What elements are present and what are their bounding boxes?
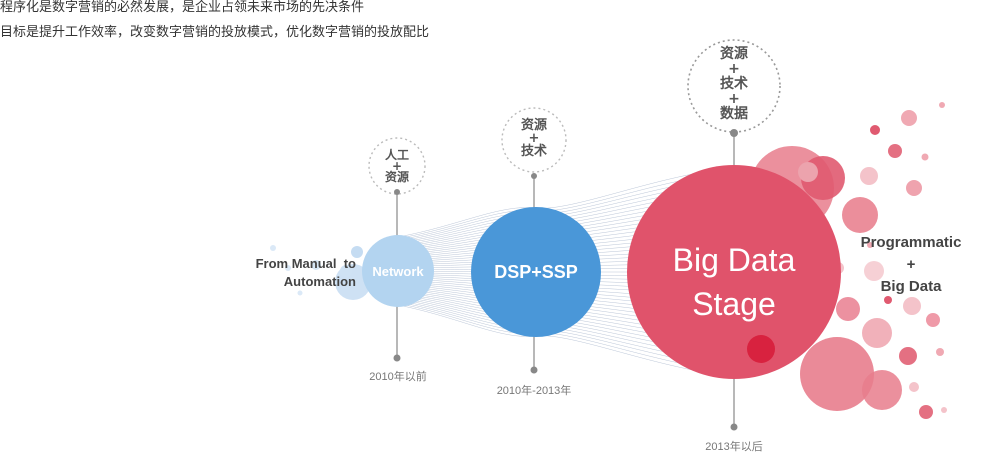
intro-line-1: 程序化是数字营销的必然发展，是企业占领未来市场的先决条件 xyxy=(0,0,365,15)
big-data-label-line1: Big Data xyxy=(672,242,796,278)
network-resources: 人工 + 资源 xyxy=(375,148,419,184)
dsp-resources: 资源 + 技术 xyxy=(510,119,558,158)
resource-text: 技术 xyxy=(520,144,547,159)
from-manual-label: From Manual to Automation xyxy=(244,255,356,291)
from-manual-line2: Automation xyxy=(283,274,356,289)
resource-plus: + xyxy=(391,159,403,173)
resource-text: 资源 xyxy=(384,170,409,184)
big-data-resources: 资源 + 技术 + 数据 xyxy=(706,47,762,122)
connector-dots xyxy=(393,129,738,431)
big-data-resource-ring xyxy=(687,39,781,133)
resource-plus: + xyxy=(728,61,740,77)
left-bubbles xyxy=(270,245,371,300)
intro-line-2: 目标是提升工作效率，改变数字营销的投放模式，优化数字营销的投放配比 xyxy=(0,25,430,40)
from-manual-line1: From Manual to xyxy=(255,256,356,271)
resource-text: 资源 xyxy=(520,118,547,133)
dsp-ssp-label: DSP+SSP xyxy=(494,262,578,282)
programmatic-line3: Big Data xyxy=(880,278,942,295)
big-data-label: Big Data Stage xyxy=(627,238,841,326)
resource-plus: + xyxy=(728,91,740,107)
dsp-ssp-circle xyxy=(471,207,601,337)
big-data-year: 2013年以后 xyxy=(705,441,763,453)
resource-text: 数据 xyxy=(720,106,748,122)
network-year: 2010年以前 xyxy=(369,371,427,383)
programmatic-big-data-label: Programmatic + Big Data xyxy=(850,232,972,298)
programmatic-line2: + xyxy=(906,256,916,273)
big-data-inner-dot xyxy=(747,335,775,363)
resource-text: 资源 xyxy=(720,46,748,62)
network-label: Network xyxy=(372,264,424,279)
network-resource-ring xyxy=(368,137,426,195)
resource-text: 人工 xyxy=(384,148,409,162)
resource-plus: + xyxy=(528,131,540,146)
resource-text: 技术 xyxy=(720,76,748,92)
big-data-label-line2: Stage xyxy=(692,286,776,322)
dsp-resource-ring xyxy=(501,107,567,173)
big-data-circle xyxy=(627,165,841,379)
dsp-ssp-year: 2010年-2013年 xyxy=(496,385,572,397)
programmatic-line1: Programmatic xyxy=(860,234,962,251)
network-circle xyxy=(362,235,434,307)
